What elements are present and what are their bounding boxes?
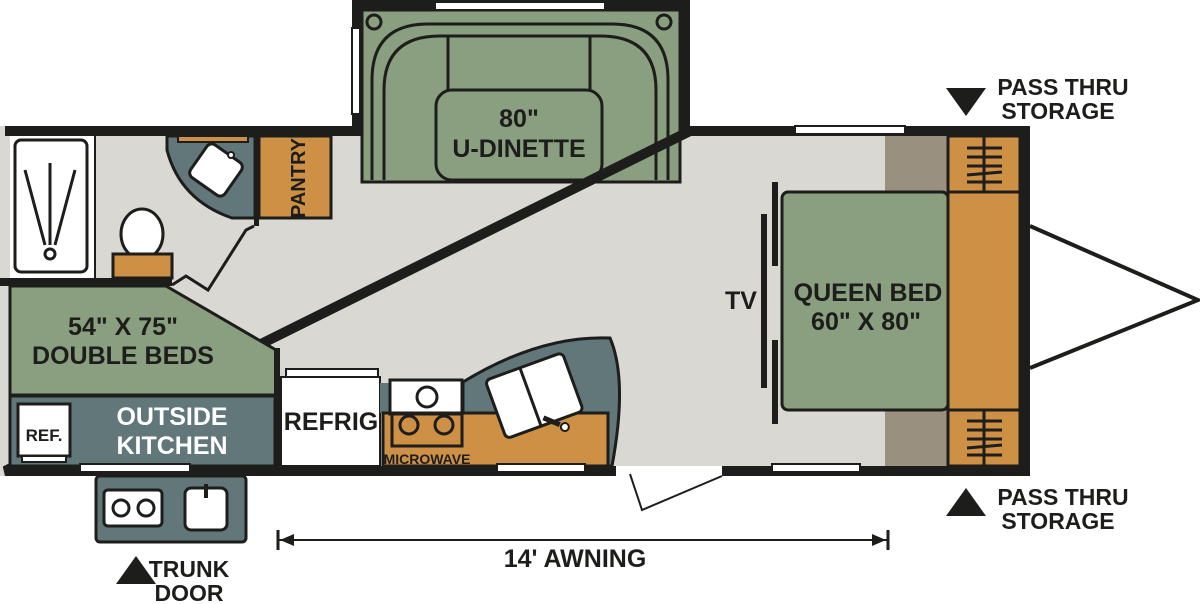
pass-thru-bottom-label-2: STORAGE [1001,508,1114,534]
headboard-cabinet [946,190,1022,412]
queen-bed-label: QUEEN BED [794,279,943,307]
double-beds[interactable]: 54" X 75" DOUBLE BEDS [8,284,278,397]
hitch-tongue [1029,224,1200,370]
awning-label: 14' AWNING [504,545,647,573]
wardrobe-top[interactable] [946,134,1022,194]
dinette-size-label: 80" [499,105,539,133]
outside-kitchen[interactable]: REF. OUTSIDE KITCHEN [8,394,277,468]
bottom-window-mid [496,463,586,473]
bedroom-side-floor-bottom [885,410,948,466]
queen-bed[interactable]: QUEEN BED 60" X 80" [780,190,950,412]
outside-kitchen-label-2: KITCHEN [116,432,227,460]
partition-wall [274,348,280,468]
refrigerator[interactable]: REFRIG [280,368,381,467]
trunk-label-1: TRUNK [149,556,230,582]
microwave-label: MICROWAVE [384,451,471,467]
trunk-kitchen[interactable] [94,474,248,544]
bottom-window-left [79,463,191,473]
top-window [794,125,906,135]
pantry-wall [254,136,259,226]
pass-thru-bottom-label-1: PASS THRU [997,484,1128,510]
arrow-down-icon [946,88,986,116]
trunk-label-2: DOOR [155,580,224,604]
dinette-label: U-DINETTE [452,135,585,163]
outside-ref-label: REF. [26,426,63,445]
refrig-label: REFRIG [284,408,378,436]
tv-label: TV [725,287,757,315]
bathroom-door[interactable] [171,224,255,293]
kitchen-counter [381,411,610,468]
awning-dimension: 14' AWNING [276,530,890,573]
shower-wall [94,136,96,278]
tv: TV [725,182,778,424]
bottom-window-right [771,463,861,473]
u-dinette[interactable]: 80" U-DINETTE [360,8,682,184]
double-beds-size-label: 54" X 75" [68,313,178,341]
bedroom-side-floor-top [885,136,948,192]
arrow-up-icon [946,488,986,516]
pantry-label: PANTRY [288,137,310,218]
stove[interactable] [388,378,464,448]
bathroom-wall [0,278,172,286]
dinette-table [434,88,604,182]
kitchen-sink[interactable] [485,352,588,451]
double-beds-label: DOUBLE BEDS [32,342,214,370]
pass-thru-top-label-1: PASS THRU [997,74,1128,100]
shower-icon [13,138,89,274]
entry-door[interactable] [629,473,723,512]
pass-thru-top-label-2: STORAGE [1001,98,1114,124]
wardrobe-bottom[interactable] [946,408,1022,468]
bathroom-sink-cabinet [165,134,257,220]
slide-out-window [351,27,361,115]
slide-top-window [434,1,606,11]
outside-kitchen-label-1: OUTSIDE [116,403,227,431]
queen-bed-size-label: 60" X 80" [811,308,921,336]
pantry[interactable]: PANTRY [257,134,333,220]
arrow-up-icon [116,556,156,584]
